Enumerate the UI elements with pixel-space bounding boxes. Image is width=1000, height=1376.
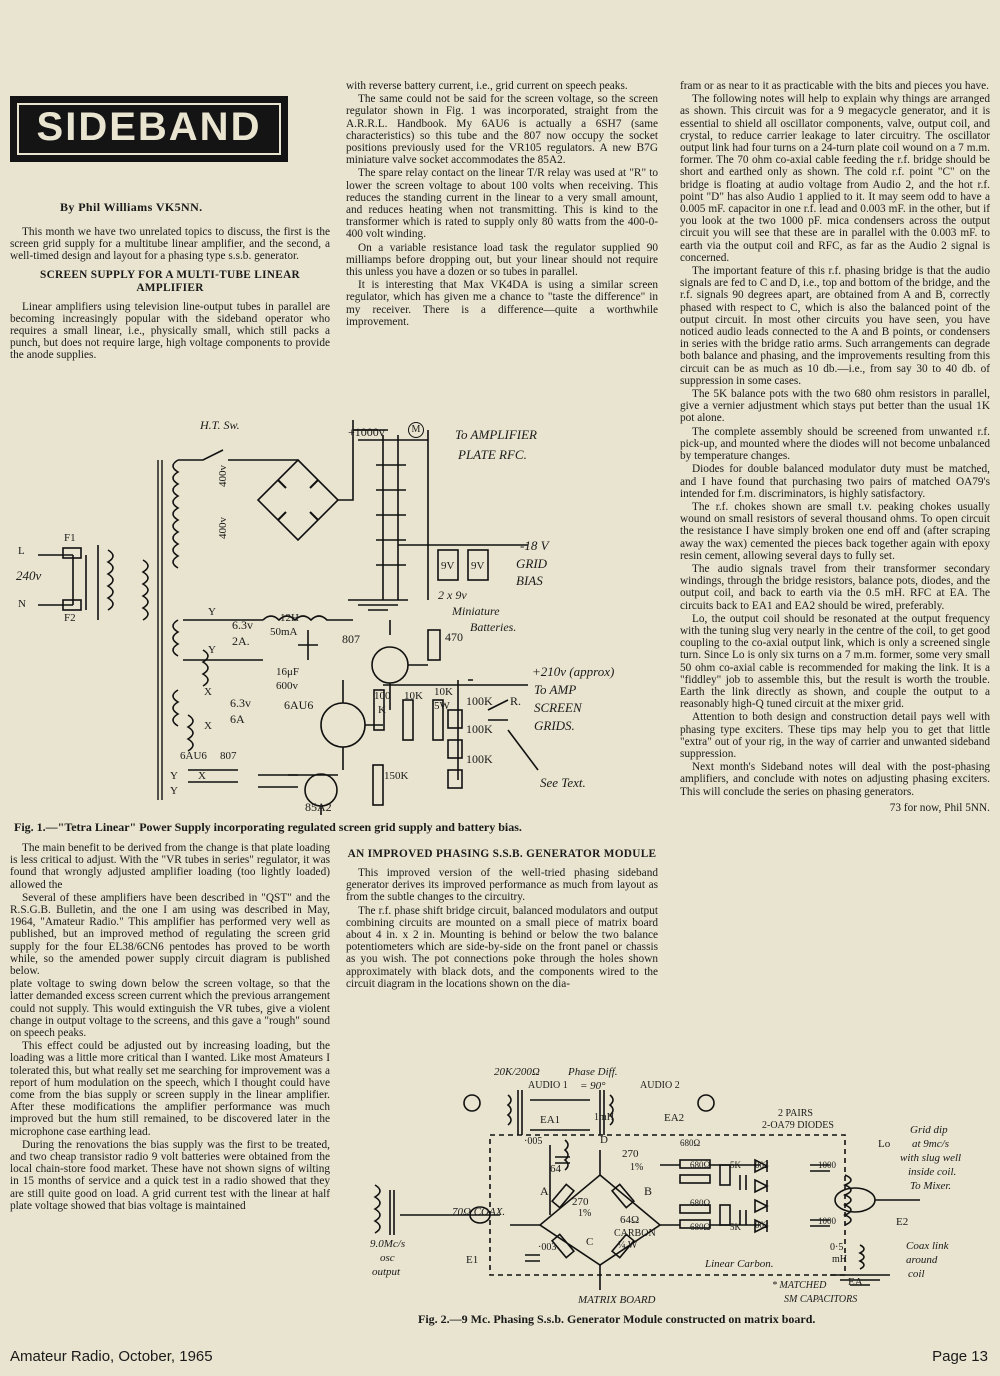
paragraph: The main benefit to be derived from the … [10,842,330,891]
column-3: fram or as near to it as practicable wit… [680,80,990,815]
paragraph: The important feature of this r.f. phasi… [680,265,990,387]
paragraph: The following notes will help to explain… [680,93,990,264]
fig1-caption: Fig. 1.—"Tetra Linear" Power Supply inco… [14,820,522,834]
paragraph: The complete assembly should be screened… [680,425,990,463]
fuse-f2 [62,599,82,611]
intro-paragraph: This month we have two unrelated topics … [10,226,330,263]
paragraph: The audio signals travel from their tran… [680,562,990,612]
paragraph: The 5K balance pots with the two 680 ohm… [680,388,990,425]
footer-publication: Amateur Radio, October, 1965 [10,1348,213,1365]
paragraph: Attention to both design and constructio… [680,711,990,760]
paragraph: Diodes for double balanced modulator dut… [680,463,990,500]
paragraph: Next month's Sideband notes will deal wi… [680,761,990,798]
paragraph: Lo, the output coil should be resonated … [680,612,990,711]
section-title: SIDEBAND [36,105,262,149]
paragraph: During the renovations the bias supply w… [10,1138,330,1212]
paragraph: plate voltage to swing down below the sc… [10,978,330,1040]
column-2: with reverse battery current, i.e., grid… [346,80,658,329]
column-1: This month we have two unrelated topics … [10,226,330,363]
fig1-schematic [38,420,539,815]
paragraph: fram or as near to it as practicable wit… [680,80,989,92]
fuse-f1 [62,547,82,559]
paragraph: The spare relay contact on the linear T/… [346,167,658,241]
fig2-caption: Fig. 2.—9 Mc. Phasing S.s.b. Generator M… [418,1312,816,1326]
paragraph: The same could not be said for the scree… [346,93,658,167]
column-lower-middle: AN IMPROVED PHASING S.S.B. GENERATOR MOD… [346,842,658,991]
paragraph: On a variable resistance load task the r… [346,241,658,279]
paragraph: This effect could be adjusted out by inc… [10,1040,330,1138]
paragraph: The r.f. chokes shown are small t.v. pea… [680,500,990,562]
column-lower-left: The main benefit to be derived from the … [10,842,330,1213]
paragraph: Linear amplifiers using television line-… [10,300,330,362]
paragraph: This improved version of the well-tried … [346,867,658,904]
byline: By Phil Williams VK5NN. [60,200,203,214]
fig2-schematic [373,1090,920,1290]
section-banner: SIDEBAND [10,96,288,162]
footer-page-number: Page 13 [932,1348,988,1365]
banner-frame [17,103,281,155]
signoff: 73 for now, Phil 5NN. [889,801,990,814]
paragraph: It is interesting that Max VK4DA is usin… [346,279,658,328]
paragraph: Several of these amplifiers have been de… [10,891,330,978]
heading-screen-supply: SCREEN SUPPLY FOR A MULTI-TUBE LINEAR AM… [40,268,300,294]
matrix-board-outline [489,1134,846,1276]
paragraph: with reverse battery current, i.e., grid… [346,80,628,92]
paragraph: The r.f. phase shift bridge circuit, bal… [346,904,658,990]
heading-phasing-module: AN IMPROVED PHASING S.S.B. GENERATOR MOD… [347,848,657,860]
